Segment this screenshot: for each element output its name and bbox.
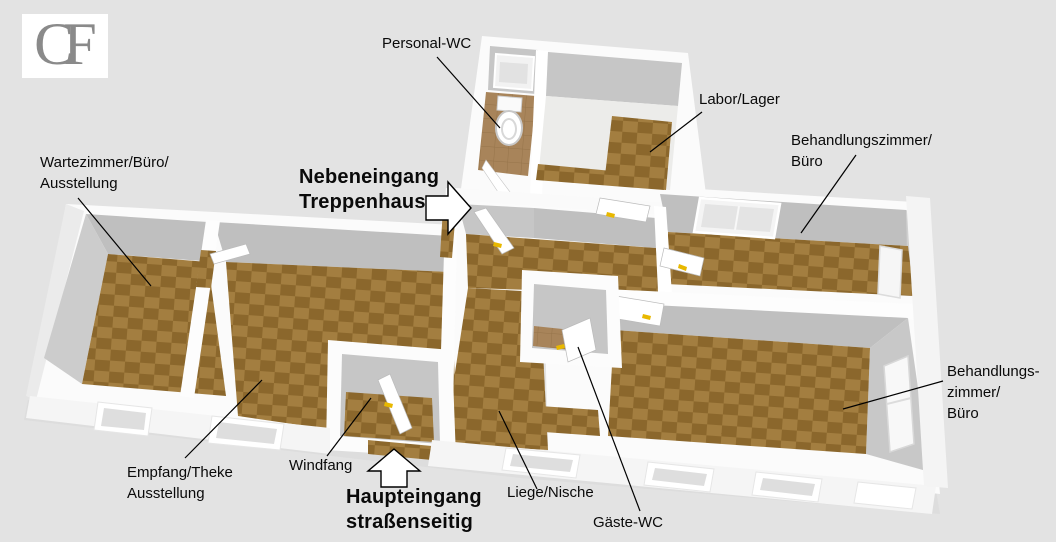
door-leaf [561, 317, 597, 363]
door-leaf [209, 243, 251, 265]
door-hall-labor [595, 197, 651, 223]
leader-lines [77, 56, 944, 512]
door-handle-icon [493, 242, 502, 248]
room-gaeste-wc [520, 270, 622, 368]
door-leaf [659, 247, 705, 277]
window [853, 481, 917, 510]
door-handle-icon [606, 212, 615, 218]
door-handle-icon [556, 344, 565, 350]
side-entrance-arrow-right-icon [425, 180, 472, 236]
east-band [906, 196, 948, 488]
cf-logo-text: CF [34, 14, 97, 77]
label-behandlungszimmer-2: Behandlungs- zimmer/ Büro [947, 363, 1040, 422]
label-liege-nische: Liege/Nische [507, 484, 594, 501]
label-empfang: Empfang/Theke Ausstellung [127, 464, 233, 502]
south-band-left-wing [26, 396, 330, 454]
door-handle-icon [384, 402, 393, 408]
label-personal-wc: Personal-WC [382, 35, 472, 52]
wall-behandlung1-2 [544, 286, 916, 320]
wall-hall-behandlung1 [654, 206, 705, 294]
label-windfang: Windfang [289, 457, 353, 474]
room-behandlungszimmer-2 [554, 295, 930, 472]
door-handle-icon [642, 314, 651, 320]
west-outer-face [26, 204, 84, 400]
cf-logo: CF [22, 14, 108, 78]
door-handle-icon [678, 264, 687, 271]
label-wartezimmer: Wartezimmer/Büro/ Ausstellung [40, 154, 169, 192]
wall-wartezimmer-empfang [180, 220, 251, 398]
label-nebeneingang: Nebeneingang Treppenhaus [299, 166, 440, 213]
window [877, 245, 903, 299]
label-labor-lager: Labor/Lager [699, 91, 780, 108]
label-gaeste-wc: Gäste-WC [593, 514, 664, 531]
label-behandlungszimmer-1: Behandlungszimmer/ Büro [791, 132, 932, 170]
room-personal-wc [478, 46, 538, 199]
label-haupteingang: Haupteingang straßenseitig [346, 486, 482, 533]
south-band-right-wing [428, 440, 936, 514]
toilet-tank [496, 95, 523, 113]
door-leaf [377, 373, 413, 435]
door-with-window [883, 354, 915, 454]
door-leaf-nebeneingang [473, 207, 515, 255]
room-labor-lager [536, 52, 682, 190]
entrance-opening [368, 440, 432, 460]
room-behandlungszimmer-1 [660, 194, 924, 300]
toilet-icon [495, 110, 523, 146]
main-entrance-arrow-up-icon [366, 448, 422, 488]
